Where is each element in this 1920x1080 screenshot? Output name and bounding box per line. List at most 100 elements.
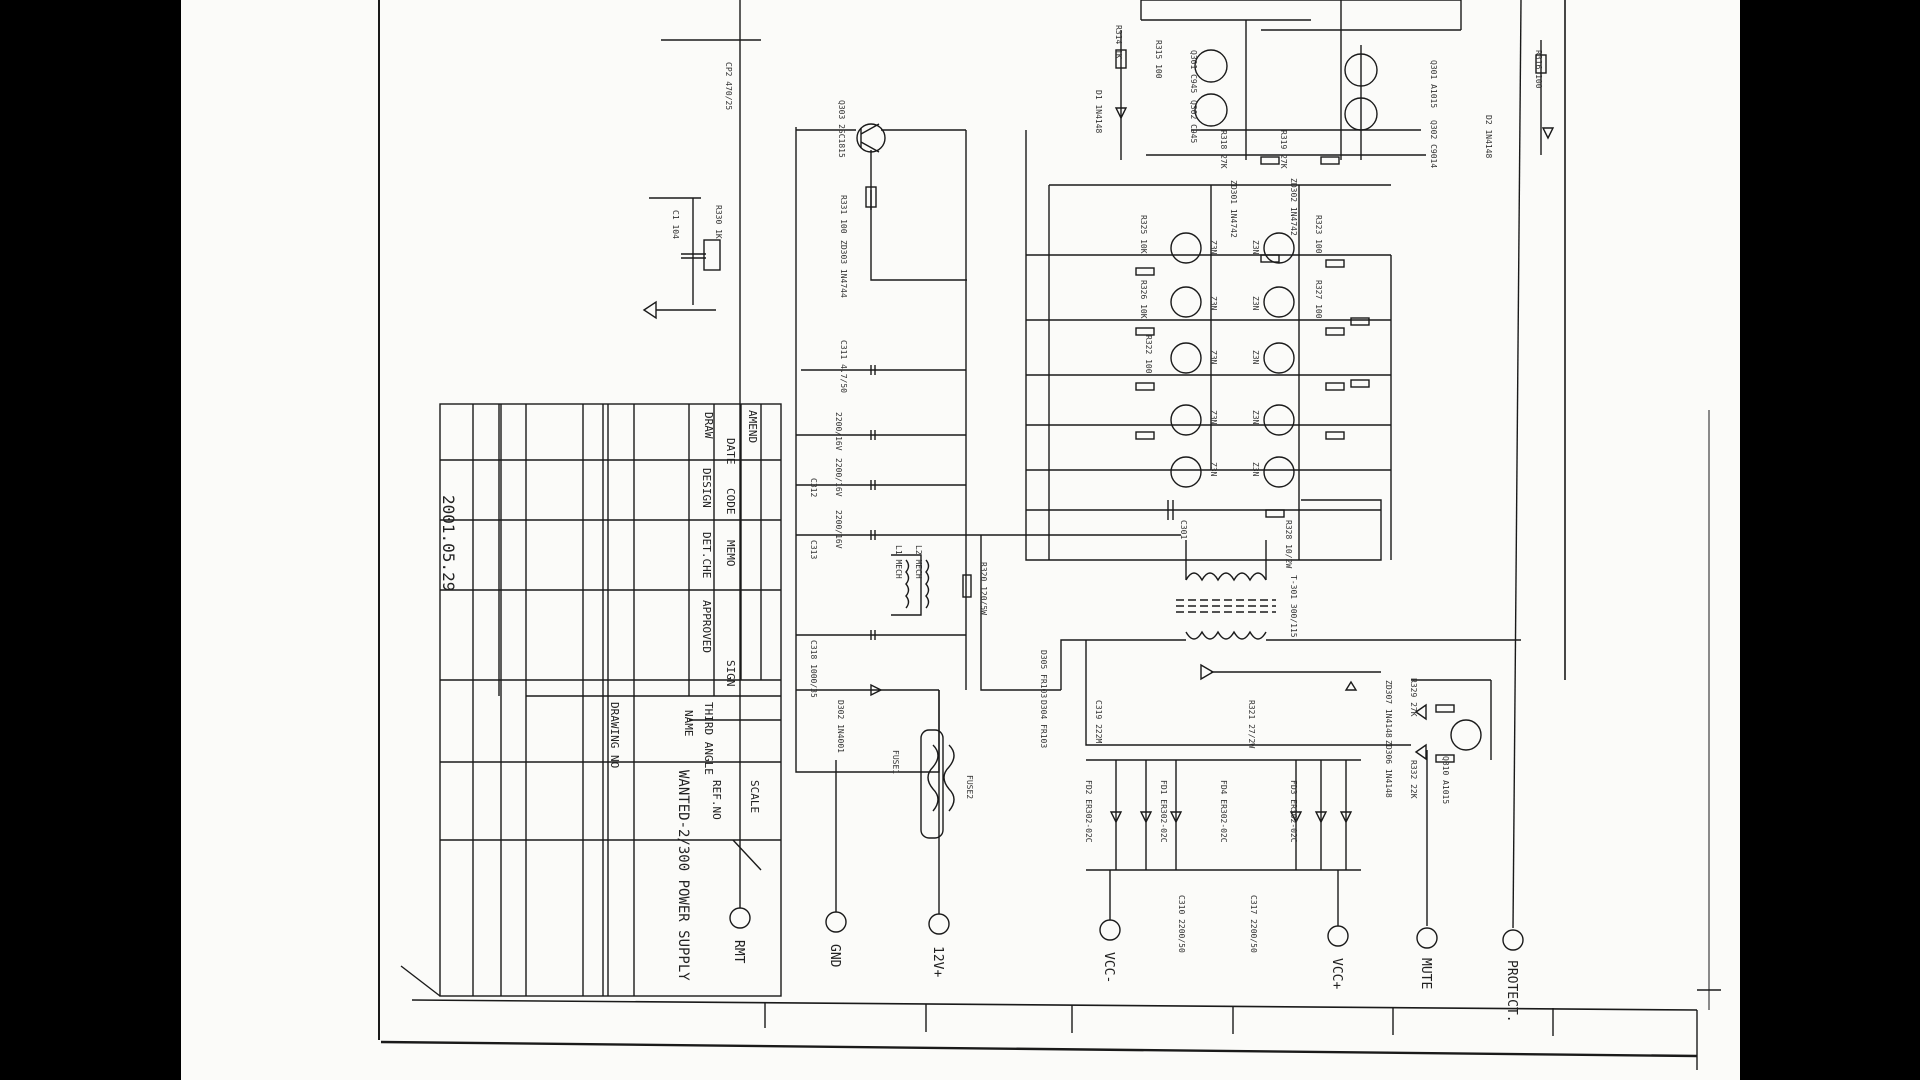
label-cap_2200_b: 2200/16V <box>834 458 843 497</box>
label-r316: R316 100 <box>1534 50 1543 89</box>
label-cp_top: CP2 470/25 <box>724 62 733 110</box>
tb-projection: THIRD ANGLE <box>702 702 715 775</box>
inductor-l2 <box>925 559 930 609</box>
label-c319: C319 222M <box>1094 700 1103 744</box>
r320-link <box>980 535 1061 691</box>
label-r329: R329 27K <box>1409 678 1418 717</box>
label-r326: R326 10K <box>1139 280 1148 319</box>
label-q302: Q302 C945 <box>1189 100 1198 144</box>
label-r332: R332 22K <box>1409 760 1418 799</box>
label-c301: C301 <box>1179 520 1188 539</box>
label-q_side: Q301 A1015 <box>1429 60 1438 108</box>
label-cap_2200_a: 2200/16V <box>834 412 843 451</box>
label-q310: Q310 A1015 <box>1441 756 1450 804</box>
label-zd307: ZD307 1N4148 <box>1384 680 1393 738</box>
protect-wire <box>1512 0 1522 929</box>
mosfet-label: Z3N <box>1251 462 1260 477</box>
mosfet-label: Z3N <box>1251 410 1260 425</box>
inductor-l1 <box>905 559 910 609</box>
mosfet-label: Z3N <box>1209 410 1218 425</box>
label-zd303: ZD303 1N4744 <box>839 240 848 298</box>
terminal-label-vccp: VCC+ <box>1329 958 1344 989</box>
center-tap-ground <box>1200 663 1215 681</box>
cap-bank-symbols <box>870 365 876 640</box>
label-d1: D1 1N4148 <box>1094 90 1103 134</box>
label-d2: D2 1N4148 <box>1484 115 1493 159</box>
mosfet-label: Z3N <box>1251 350 1260 365</box>
title-block-text: 2001.05.29 AMEND DRAW DATE DESIGN CODE D… <box>439 410 761 981</box>
tb-ref-label: REF.NO <box>710 780 723 820</box>
label-zd301: ZD301 1N4742 <box>1229 180 1238 238</box>
mute-circuit <box>1411 679 1492 763</box>
label-r315: R315 100 <box>1154 40 1163 79</box>
inductor-frame <box>891 554 922 616</box>
zener-return <box>870 270 967 281</box>
label-fd1: FD1 ER302-02C <box>1159 780 1168 843</box>
label-fuse1: FUSE1 <box>891 750 900 774</box>
label-r314: R314 1K <box>1114 25 1123 59</box>
label-c312: C312 <box>809 478 818 497</box>
fuse-pair <box>920 729 955 839</box>
r331-resistor <box>865 186 877 208</box>
label-zd306: ZD306 1N4148 <box>1384 740 1393 798</box>
d302-diode <box>870 683 883 697</box>
drawing-date: 2001.05.29 <box>439 495 458 591</box>
mosfet-label: Z3N <box>1209 350 1218 365</box>
terminal-label-vccm: VCC- <box>1101 952 1116 983</box>
terminal-label-mute: MUTE <box>1418 958 1433 989</box>
label-c313: C313 <box>809 540 818 559</box>
label-l2: L2 MECH <box>914 545 923 579</box>
label-q_side2: Q302 C9014 <box>1429 120 1438 168</box>
label-cap_2200_c: 2200/16V <box>834 510 843 549</box>
label-fd4: FD4 ER302-02C <box>1219 780 1228 843</box>
tb-row-memo: MEMO <box>724 540 737 567</box>
mosfet-grid <box>1026 0 1392 560</box>
label-r320: R320 120/5W <box>979 562 988 615</box>
mosfet-label: Z3N <box>1209 462 1218 477</box>
mosfet-label: Z3N <box>1251 296 1260 311</box>
label-c310: C310 2200/50 <box>1177 895 1186 953</box>
label-r321: R321 27/2W <box>1247 700 1256 748</box>
transformer-secondary <box>1185 630 1267 640</box>
label-d305: D305 FR103 <box>1039 650 1048 698</box>
tb-row-code: CODE <box>724 488 737 515</box>
tb-drawing-no-label: DRAWING NO <box>608 702 621 768</box>
label-q301: Q301 C945 <box>1189 50 1198 94</box>
label-c318: C318 1000/35 <box>809 640 818 698</box>
label-fuse2: FUSE2 <box>965 775 974 799</box>
label-q_drv: Q303 2SC1815 <box>837 100 846 158</box>
label-r330: R330 1K <box>714 205 723 239</box>
label-r323: R323 100 <box>1314 215 1323 254</box>
terminal-label-gnd: GND <box>827 944 842 968</box>
rmt-filter <box>642 39 761 320</box>
label-c317: C317 2200/50 <box>1249 895 1258 953</box>
label-l1: L1 MECH <box>894 545 903 579</box>
tb-scale-label: SCALE <box>748 780 761 813</box>
tb-row-design: DESIGN <box>700 468 713 508</box>
label-d304: D304 FR103 <box>1039 700 1048 748</box>
label-fd3: FD3 ER302-02C <box>1289 780 1298 843</box>
terminal-label-protect: PROTECT. <box>1504 960 1519 1023</box>
sec-diode-bus <box>1085 640 1411 746</box>
frame-bottom-outer <box>380 1040 1698 1058</box>
frame-bottom-inner <box>411 999 1698 1011</box>
tb-row-detche: DET.CHE <box>700 532 713 578</box>
primary-return <box>1025 130 1382 561</box>
label-r322: R322 100 <box>1144 335 1153 374</box>
terminal-labels: RMT GND 12V+ VCC- VCC+ MUTE PROTECT. <box>731 940 1519 1023</box>
mosfet-label: Z3N <box>1209 240 1218 255</box>
transformer-core <box>1176 599 1276 613</box>
label-r328: R328 10/2W <box>1284 520 1293 568</box>
fd-diodes <box>1109 760 1353 870</box>
terminal-label-rmt: RMT <box>731 940 746 964</box>
tb-row-date: DATE <box>724 438 737 465</box>
tb-row-sign: SIGN <box>724 660 737 687</box>
mosfet-label: Z3N <box>1209 296 1218 311</box>
label-fd2: FD2 ER302-02C <box>1084 780 1093 843</box>
label-r327: R327 100 <box>1314 280 1323 319</box>
tb-row-draw: DRAW <box>702 412 715 439</box>
label-c1: C1 104 <box>671 210 680 239</box>
